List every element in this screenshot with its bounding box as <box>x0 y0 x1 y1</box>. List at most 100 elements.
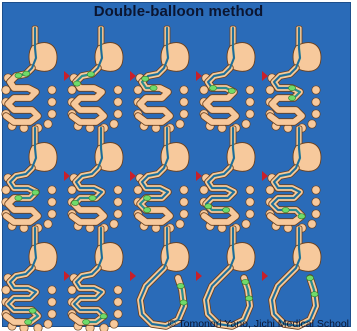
colon-segment <box>312 186 320 194</box>
diagram-step <box>266 126 321 232</box>
overtube-balloon <box>288 85 295 90</box>
diagram-step <box>2 26 57 132</box>
colon-segment <box>114 86 122 94</box>
colon-segment <box>246 210 254 218</box>
colon-segment <box>180 186 188 194</box>
colon-segment <box>312 110 320 118</box>
colon-segment <box>110 120 118 128</box>
overtube-balloon <box>32 190 39 195</box>
colon-segment <box>246 98 254 106</box>
colon-segment <box>180 86 188 94</box>
next-step-arrow <box>262 271 268 281</box>
colon-segment <box>48 286 56 294</box>
scope-balloon <box>25 319 32 324</box>
colon-segment <box>312 86 320 94</box>
colon-segment <box>44 320 52 328</box>
next-step-arrow <box>130 271 136 281</box>
scope-balloon <box>15 73 22 78</box>
scope-balloon <box>242 279 249 284</box>
overtube-balloon <box>100 314 107 319</box>
scope-balloon <box>177 283 184 288</box>
next-step-arrow <box>64 271 70 281</box>
overtube-balloon <box>29 308 36 313</box>
scope-balloon <box>72 200 79 205</box>
colon-segment <box>48 210 56 218</box>
overtube-balloon <box>144 195 151 200</box>
colon-segment <box>180 110 188 118</box>
colon-segment <box>312 210 320 218</box>
colon-segment <box>34 324 42 331</box>
overtube-balloon <box>180 300 187 305</box>
diagram-step <box>140 226 189 326</box>
colon-segment <box>48 298 56 306</box>
diagram-step <box>2 126 57 232</box>
colon-segment <box>114 198 122 206</box>
colon-segment <box>114 310 122 318</box>
scope-balloon <box>83 319 90 324</box>
colon-segment <box>246 86 254 94</box>
scope-balloon <box>288 95 295 100</box>
colon-segment <box>110 320 118 328</box>
overtube-balloon <box>311 292 318 297</box>
overtube-balloon <box>282 207 289 212</box>
colon-segment <box>176 220 184 228</box>
scope-balloon <box>73 81 80 86</box>
figure-title: Double-balloon method <box>0 3 357 20</box>
colon-segment <box>308 120 316 128</box>
next-step-arrow <box>130 171 136 181</box>
diagram-step <box>134 26 189 132</box>
diagram-step <box>206 226 255 326</box>
colon-segment <box>48 98 56 106</box>
next-step-arrow <box>262 171 268 181</box>
next-step-arrow <box>262 71 268 81</box>
colon-segment <box>48 310 56 318</box>
colon-segment <box>114 286 122 294</box>
overtube-balloon <box>142 76 149 81</box>
diagram-step <box>2 226 57 331</box>
colon-segment <box>242 220 250 228</box>
colon-segment <box>114 210 122 218</box>
next-step-arrow <box>64 171 70 181</box>
scope-balloon <box>150 85 157 90</box>
scope-balloon <box>228 88 235 93</box>
diagram-step <box>272 226 321 326</box>
colon-segment <box>114 110 122 118</box>
scope-balloon <box>144 207 151 212</box>
overtube-balloon <box>245 296 252 301</box>
colon-segment <box>312 98 320 106</box>
diagram-step <box>200 26 255 132</box>
diagram-step <box>68 126 123 232</box>
scope-balloon <box>306 275 313 280</box>
scope-balloon <box>15 195 22 200</box>
colon-segment <box>246 198 254 206</box>
overtube-balloon <box>205 204 212 209</box>
copyright-credit: © Tomonori Yano, Jichi Medical School <box>168 318 349 330</box>
colon-segment <box>114 98 122 106</box>
overtube-balloon <box>23 71 30 76</box>
overtube-balloon <box>87 72 94 77</box>
colon-segment <box>114 298 122 306</box>
colon-segment <box>48 186 56 194</box>
overtube-balloon <box>89 195 96 200</box>
colon-segment <box>44 120 52 128</box>
colon-segment <box>180 198 188 206</box>
scope-balloon <box>298 214 305 219</box>
diagram-step <box>68 226 123 331</box>
colon-segment <box>180 210 188 218</box>
next-step-arrow <box>196 71 202 81</box>
colon-segment <box>114 186 122 194</box>
colon-segment <box>48 110 56 118</box>
colon-segment <box>110 220 118 228</box>
next-step-arrow <box>196 271 202 281</box>
colon-segment <box>242 120 250 128</box>
colon-segment <box>100 324 108 331</box>
colon-segment <box>308 220 316 228</box>
colon-segment <box>48 86 56 94</box>
diagram-step <box>134 126 189 232</box>
next-step-arrow <box>64 71 70 81</box>
diagram-step <box>200 126 255 232</box>
colon-segment <box>48 198 56 206</box>
scope-balloon <box>223 207 230 212</box>
colon-segment <box>312 198 320 206</box>
colon-segment <box>44 220 52 228</box>
